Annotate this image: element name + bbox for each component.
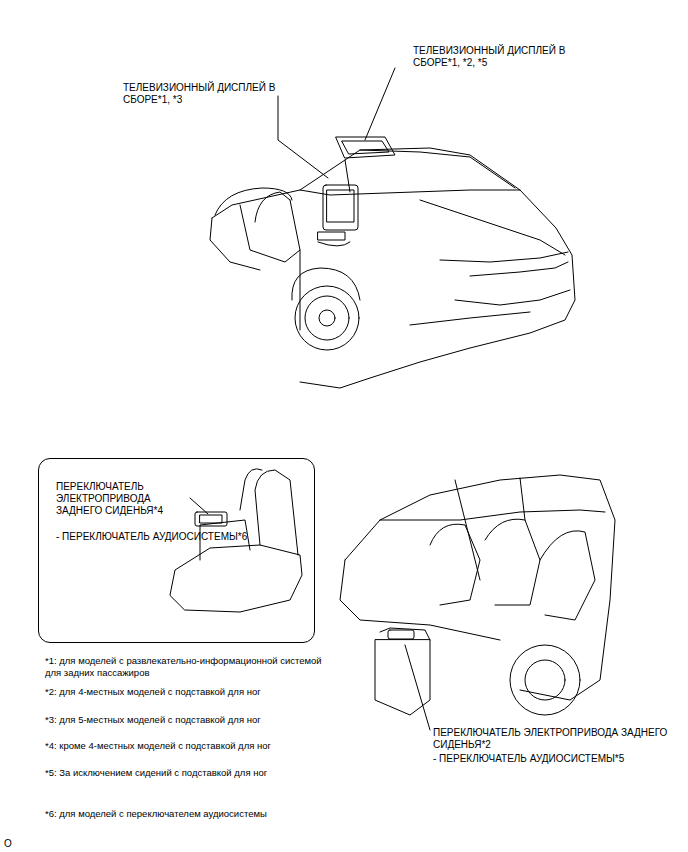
part-label: ТЕЛЕВИЗИОННЫЙ ДИСПЛЕЙ В СБОРЕ*1, *3	[123, 82, 283, 106]
note: *1: для моделей с развлекательно-информа…	[45, 655, 335, 679]
part-label: - ПЕРЕКЛЮЧАТЕЛЬ АУДИОСИСТЕМЫ*5	[433, 753, 683, 765]
note: *2: для 4-местных моделей с подставкой д…	[45, 686, 345, 698]
inset-frame: ПЕРЕКЛЮЧАТЕЛЬ ЭЛЕКТРОПРИВОДА ЗАДНЕГО СИД…	[38, 458, 315, 643]
page-mark: O	[4, 838, 24, 850]
car-exterior	[210, 68, 575, 388]
note: *5: За исключением сидений с подставкой …	[45, 767, 365, 779]
part-label: ТЕЛЕВИЗИОННЫЙ ДИСПЛЕЙ В СБОРЕ*1, *2, *5	[413, 45, 588, 69]
part-label: ПЕРЕКЛЮЧАТЕЛЬ ЭЛЕКТРОПРИВОДА ЗАДНЕГО СИД…	[56, 481, 196, 517]
note: *3: для 5-местных моделей с подставкой д…	[45, 714, 345, 726]
part-label: ПЕРЕКЛЮЧАТЕЛЬ ЭЛЕКТРОПРИВОДА ЗАДНЕГО СИД…	[433, 727, 683, 751]
part-label: - ПЕРЕКЛЮЧАТЕЛЬ АУДИОСИСТЕМЫ*6	[56, 531, 256, 543]
car-interior	[340, 475, 615, 730]
note: *6: для моделей с переключателем аудиоси…	[45, 808, 365, 820]
note: *4: кроме 4-местных моделей с подставкой…	[45, 740, 345, 752]
